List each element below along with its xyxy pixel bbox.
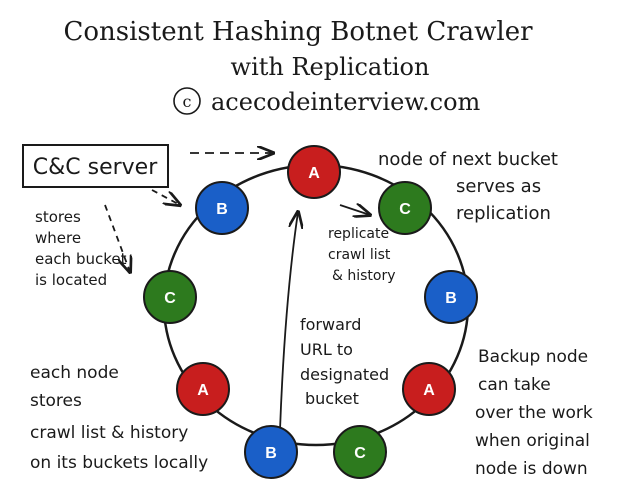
forward-arrow (279, 212, 298, 431)
svg-text:stores: stores (35, 208, 81, 226)
ring-node-label: B (445, 290, 457, 307)
ring-node-label: A (423, 382, 435, 399)
svg-text:crawl list & history: crawl list & history (30, 423, 188, 443)
ring-node-a: A (402, 362, 456, 416)
svg-text:forward: forward (300, 315, 361, 334)
note-backup: Backup node can take over the work when … (475, 347, 593, 479)
svg-text:can take: can take (478, 375, 551, 395)
ring-node-c: C (143, 270, 197, 324)
svg-text:is located: is located (35, 271, 107, 289)
ring-node-label: C (354, 445, 366, 462)
ring-node-label: B (216, 201, 228, 218)
note-stores-where: stores where each bucket is located (35, 208, 127, 289)
ring-node-b: B (195, 181, 249, 235)
title-line-1: Consistent Hashing Botnet Crawler (63, 17, 533, 47)
svg-text:replication: replication (456, 203, 551, 224)
note-next-bucket: node of next bucket serves as replicatio… (378, 149, 558, 224)
ring-node-circle (402, 362, 456, 416)
ring-node-label: A (308, 165, 320, 182)
svg-text:stores: stores (30, 391, 82, 411)
ring-node-circle (244, 425, 298, 479)
note-forward: forward URL to designated bucket (300, 315, 389, 408)
ring-node-label: B (265, 445, 277, 462)
svg-text:URL to: URL to (300, 340, 353, 359)
ring-node-label: C (399, 201, 411, 218)
svg-text:each bucket: each bucket (35, 250, 127, 268)
svg-text:c: c (183, 92, 192, 111)
title-line-2: with Replication (231, 53, 430, 81)
ring-node-label: A (197, 382, 209, 399)
svg-text:each node: each node (30, 363, 119, 383)
svg-text:Backup node: Backup node (478, 347, 588, 367)
ring-node-circle (287, 145, 341, 199)
svg-text:& history: & history (332, 268, 396, 284)
svg-text:on its buckets locally: on its buckets locally (30, 453, 208, 473)
note-each-node: each node stores crawl list & history on… (30, 363, 208, 473)
ring-node-circle (424, 270, 478, 324)
ring-node-a: A (287, 145, 341, 199)
note-replicate: replicate crawl list & history (328, 226, 396, 284)
svg-text:over the work: over the work (475, 403, 593, 423)
ring-node-circle (333, 425, 387, 479)
ring-node-a: A (176, 362, 230, 416)
ring-node-c: C (378, 181, 432, 235)
cc-server-label: C&C server (33, 155, 158, 180)
ring-node-label: C (164, 290, 176, 307)
title-line-3: acecodeinterview.com (211, 88, 481, 116)
server-to-c-arrow (104, 204, 130, 272)
ring-node-circle (143, 270, 197, 324)
svg-text:when original: when original (475, 431, 590, 451)
svg-text:node of next bucket: node of next bucket (378, 149, 558, 170)
svg-text:where: where (35, 229, 81, 247)
copyright-icon: c (173, 87, 201, 115)
server-to-b-arrow (151, 189, 180, 205)
svg-text:designated: designated (300, 365, 389, 384)
svg-text:bucket: bucket (305, 389, 359, 408)
ring-node-b: B (424, 270, 478, 324)
ring-node-circle (378, 181, 432, 235)
svg-text:replicate: replicate (328, 226, 389, 242)
cc-server-box: C&C server (22, 144, 169, 188)
svg-text:node is down: node is down (475, 459, 588, 479)
ring-node-b: B (244, 425, 298, 479)
ring-node-circle (195, 181, 249, 235)
nodes-layer: A C B A C B A C B (143, 145, 478, 479)
svg-text:crawl list: crawl list (328, 247, 391, 263)
replicate-arrow (339, 205, 370, 215)
ring-node-c: C (333, 425, 387, 479)
svg-text:serves as: serves as (456, 176, 541, 197)
ring-node-circle (176, 362, 230, 416)
